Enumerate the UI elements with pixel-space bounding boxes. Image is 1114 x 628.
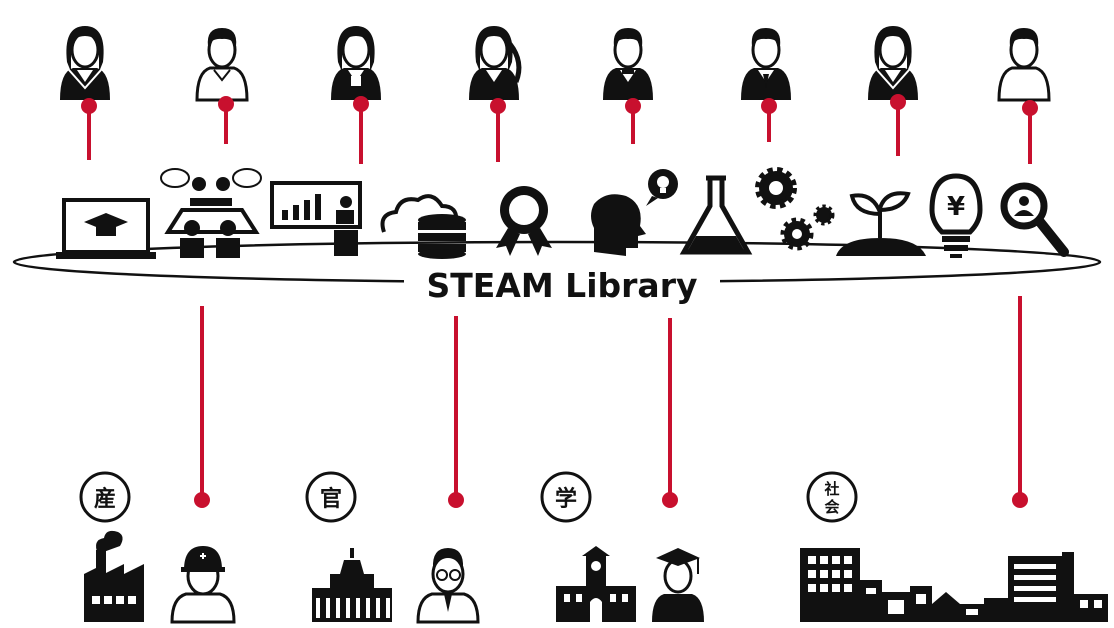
cloud-database-icon — [380, 194, 466, 259]
connector-line — [662, 318, 678, 508]
connector-line — [81, 98, 97, 160]
city-buildings-icon — [800, 548, 1108, 622]
sector-label-text: 会 — [824, 498, 839, 516]
connector-line — [1012, 296, 1028, 508]
sector-label-academia: 学 — [540, 471, 592, 523]
connector-line — [448, 316, 464, 508]
yen-lightbulb-icon: ¥ — [929, 173, 983, 258]
gears-icon — [755, 167, 835, 251]
female-student-sailor-icon — [58, 26, 112, 102]
flask-icon — [679, 175, 753, 255]
sector-connectors — [194, 296, 1028, 508]
university-building-icon — [556, 546, 636, 622]
connector-line — [761, 98, 777, 142]
sprout-icon — [836, 191, 926, 256]
sector-label-government: 官 — [305, 471, 357, 523]
female-student-sailor-2-icon — [866, 26, 920, 102]
presentation-chart-icon — [270, 181, 362, 256]
male-student-shirt-2-icon — [997, 28, 1051, 102]
sector-labels: 産 官 学 社 会 — [79, 471, 858, 523]
connector-line — [490, 98, 506, 162]
male-student-gakuran-icon — [601, 28, 655, 102]
award-badge-icon — [496, 186, 552, 256]
svg-text:¥: ¥ — [947, 192, 965, 222]
government-building-icon — [312, 548, 392, 622]
sector-icon-row — [84, 530, 1108, 624]
student-connectors — [81, 94, 1038, 164]
male-student-shirt-icon — [195, 28, 249, 102]
sector-label-text: 社 — [823, 480, 839, 498]
female-student-blazer-icon — [329, 26, 383, 102]
connector-line — [218, 96, 234, 144]
male-student-blazer-icon — [739, 28, 793, 102]
sector-label-industry: 産 — [79, 471, 131, 523]
connector-line — [890, 94, 906, 156]
student-row — [58, 26, 1051, 102]
sector-label-text: 学 — [555, 486, 577, 512]
connector-line — [194, 306, 210, 508]
sector-label-text: 産 — [94, 486, 116, 512]
connector-line — [1022, 100, 1038, 164]
meeting-discussion-icon — [160, 168, 262, 258]
library-ring: STEAM Library — [12, 240, 1102, 308]
worker-helmet-icon — [170, 546, 236, 624]
official-glasses-icon — [416, 548, 480, 624]
diagram-title: STEAM Library — [427, 266, 698, 305]
connector-line — [353, 96, 369, 164]
female-student-ponytail-icon — [467, 26, 522, 102]
sector-label-society: 社 会 — [806, 471, 858, 523]
laptop-graduation-icon — [56, 198, 156, 259]
search-person-icon — [1000, 182, 1069, 257]
graduate-icon — [652, 548, 704, 622]
factory-icon — [84, 530, 144, 622]
connector-line — [625, 98, 641, 144]
sector-label-text: 官 — [320, 486, 342, 512]
idea-thinking-head-icon — [591, 169, 678, 256]
library-icon-row: ¥ — [56, 167, 1069, 259]
